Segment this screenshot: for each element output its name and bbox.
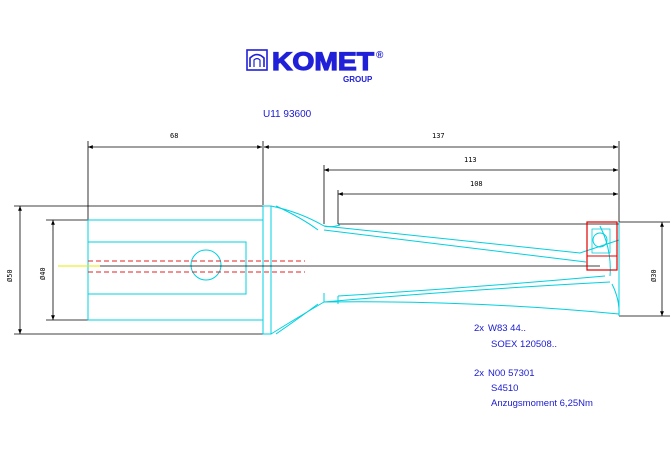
note-text-4: S4510 xyxy=(491,383,518,394)
dimension-lines xyxy=(14,141,670,335)
dim-dia-head: Ø30 xyxy=(650,269,658,282)
note-text-3: N00 57301 xyxy=(488,368,534,379)
part-number: U11 93600 xyxy=(263,109,312,120)
dim-length-108: 108 xyxy=(470,180,483,188)
komet-logo-mark-icon xyxy=(246,49,268,71)
dim-length-total: 137 xyxy=(432,132,445,140)
note-text-2: SOEX 120508.. xyxy=(491,339,557,350)
center-axis xyxy=(58,260,600,273)
komet-logo: KOMET ® GROUP xyxy=(246,47,384,84)
brand-name: KOMET xyxy=(272,48,374,76)
shank-bore-circle xyxy=(190,249,222,281)
insert-screw-circle xyxy=(592,232,608,248)
note-qty-3: 2x xyxy=(474,368,484,379)
tool-outline xyxy=(87,205,620,335)
dim-dia-shank-outer: Ø50 xyxy=(6,269,14,282)
note-text-1: W83 44.. xyxy=(488,323,526,334)
dim-dia-shank-inner: Ø40 xyxy=(39,267,47,280)
cutting-insert xyxy=(586,221,618,271)
brand-registered: ® xyxy=(376,50,384,61)
dim-length-shank: 68 xyxy=(170,132,178,140)
brand-group: GROUP xyxy=(343,75,373,84)
note-qty-1: 2x xyxy=(474,323,484,334)
note-text-5: Anzugsmoment 6,25Nm xyxy=(491,398,593,409)
dim-length-113: 113 xyxy=(464,156,477,164)
parts-notes: 2x W83 44.. SOEX 120508.. 2x N00 57301 S… xyxy=(474,323,593,409)
